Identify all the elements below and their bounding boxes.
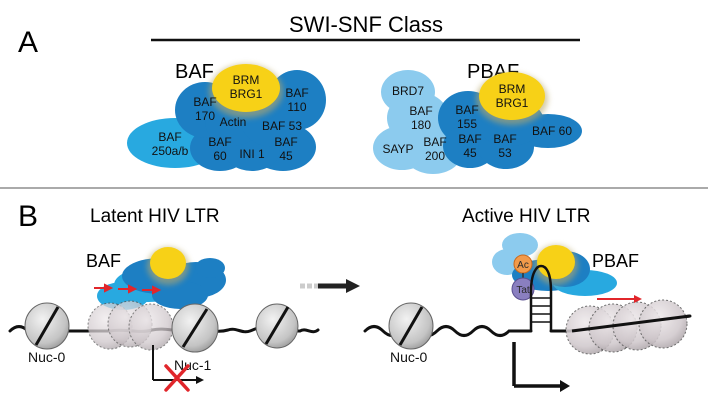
transition-arrow [300,279,360,293]
tat-protein [511,277,535,301]
baf-180-line-2: 180 [411,118,431,132]
baf-200-line-2: 200 [425,149,445,163]
panel-a-letter: A [18,26,38,59]
sliding-arrow-active [597,295,642,303]
baf-180-line-1: BAF [409,104,432,118]
remodeled-nucleosomes [565,299,691,355]
baf-60-line-2: 60 [213,149,227,163]
baf-45-pbaf-line-1: BAF [458,132,481,146]
nuc-0-latent [24,302,70,350]
blocked-x-icon [164,364,190,392]
nuc-0-active [388,302,434,350]
baf-complex: BAF BRM BRG1 BAF 170 Actin BAF 110 BAF 5… [127,61,326,171]
baf-170-line-2: 170 [195,109,215,123]
active-ltr-title: Active HIV LTR [462,206,590,227]
baf-250-line-1: BAF [158,130,181,144]
baf-remodeler-label: BAF [86,251,121,271]
tat-acetylated: Ac Tat [511,254,535,301]
baf-brm-brg1-core [212,64,280,112]
baf-remodeler [97,247,226,310]
baf-45-line-2: 45 [279,149,293,163]
baf-170-line-1: BAF [193,95,216,109]
nuc-1-latent [171,303,219,353]
baf-60-line-1: BAF [208,135,231,149]
tat-label: Tat [516,285,530,296]
pbaf-complex: PBAF BRM BRG1 BRD7 BAF 180 SAYP BAF 200 … [373,61,582,174]
panel-a-title: SWI-SNF Class [289,12,443,37]
active-transcription-arrow [512,342,570,392]
downstream-nucleosome-latent [255,303,299,349]
baf-155-line-2: 155 [457,117,477,131]
baf-53-label: BAF 53 [262,119,302,133]
latent-ltr-title: Latent HIV LTR [90,206,220,227]
baf-53-pbaf-line-1: BAF [493,132,516,146]
baf-200-line-1: BAF [423,135,446,149]
baf-53-pbaf-line-2: 53 [498,146,512,160]
baf-core-yellow [150,247,186,279]
actin-label: Actin [220,115,247,129]
baf-45-line-1: BAF [274,135,297,149]
nuc-0-label-active: Nuc-0 [390,349,428,365]
sliding-arrows [94,283,162,295]
panel-b-letter: B [18,200,38,233]
baf-155-line-1: BAF [455,103,478,117]
brd7-label: BRD7 [392,84,424,98]
ac-label: Ac [517,260,529,271]
baf-core-line-1: BRM [233,73,260,87]
sliding-nucleosomes-latent [87,300,174,351]
baf-60-pbaf-label: BAF 60 [532,124,572,138]
tar-hairpin [529,264,553,330]
baf-110-line-2: 110 [287,100,306,114]
latent-ltr-scene: BAF [8,247,320,392]
baf-110-subunit-shape [268,70,326,130]
pbaf-core-line-1: BRM [499,82,526,96]
nuc-1-label: Nuc-1 [174,357,212,373]
active-ltr-scene: PBAF Ac Tat [363,233,692,392]
baf-core-line-2: BRG1 [230,87,263,101]
sayp-label: SAYP [382,142,413,156]
ini1-label: INI 1 [239,147,265,161]
pbaf-remodeler-label: PBAF [592,251,639,271]
pbaf-brm-brg1-core [479,72,545,120]
pbaf-core-line-2: BRG1 [496,96,529,110]
pbaf-core-yellow [537,245,575,279]
nuc-0-label-latent: Nuc-0 [28,349,66,365]
pbaf-remodeler [492,233,617,296]
baf-110-line-1: BAF [285,86,308,100]
baf-complex-label: BAF [175,61,214,83]
baf-45-pbaf-line-2: 45 [463,146,477,160]
baf-250-line-2: 250a/b [152,144,189,158]
